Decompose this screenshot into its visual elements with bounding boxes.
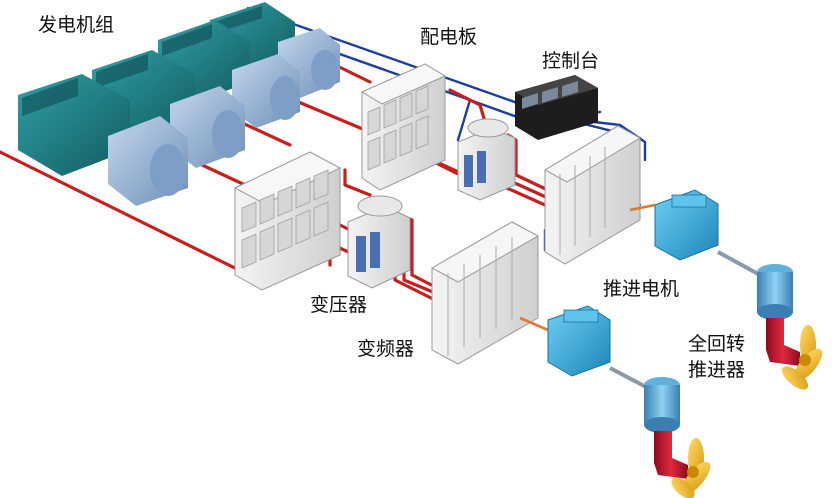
control-console xyxy=(515,75,598,140)
frequency-converter-rear xyxy=(543,125,642,265)
generator-set-1 xyxy=(18,74,188,206)
transformer-front xyxy=(347,195,411,289)
switchboard-label: 配电板 xyxy=(420,26,478,48)
propulsion-motor-label: 推进电机 xyxy=(603,278,680,300)
propulsion-motor-rear xyxy=(654,189,761,277)
generator-sets-label: 发电机组 xyxy=(38,14,115,36)
azimuth-thruster-rear xyxy=(757,264,823,390)
propeller-front xyxy=(671,438,711,498)
frequency-converter-front xyxy=(430,221,540,365)
azimuth-thruster-front xyxy=(644,377,711,498)
switchboard-front xyxy=(233,151,342,291)
switchboard-rear xyxy=(360,63,447,191)
generator-sets xyxy=(18,2,340,206)
control-console-label: 控制台 xyxy=(542,50,600,72)
azimuth-thruster-label-2: 推进器 xyxy=(688,359,746,381)
propeller-rear xyxy=(781,325,823,390)
transformer-rear xyxy=(457,118,516,201)
propulsion-motor-front xyxy=(547,305,649,390)
transformer-label: 变压器 xyxy=(310,294,368,316)
frequency-converter-label: 变频器 xyxy=(357,338,415,360)
motor-feed-cables xyxy=(519,203,656,332)
azimuth-thruster-label-1: 全回转 xyxy=(688,333,746,355)
